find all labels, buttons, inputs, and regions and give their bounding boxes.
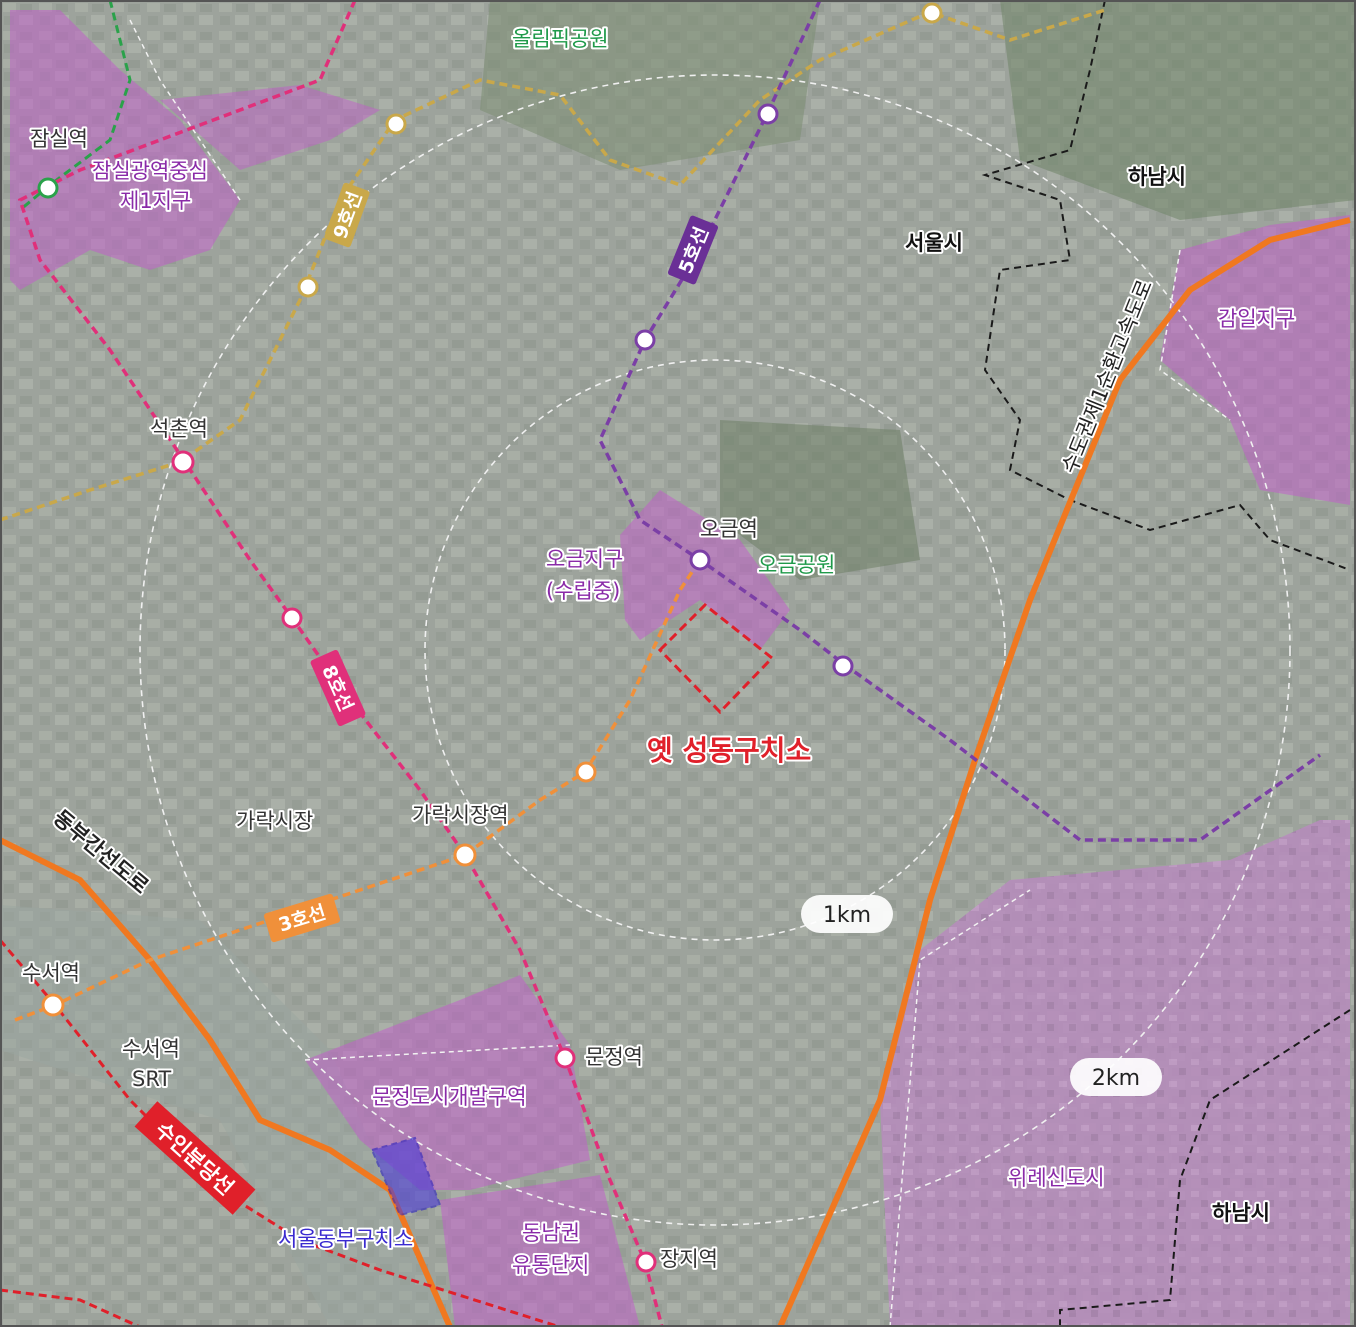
label-suseo-srt-1: 수서역 <box>122 1037 180 1061</box>
station-line3-a <box>575 761 597 783</box>
station-jangji <box>635 1251 657 1273</box>
label-ogeum-zone-1: 오금지구 <box>546 547 623 571</box>
label-dongnam-1: 동남권 <box>522 1221 580 1245</box>
green-park-area <box>480 0 820 170</box>
label-old-detention: 옛 성동구치소 <box>647 734 811 767</box>
radius-1km-badge: 1km <box>801 895 893 933</box>
radius-1km-label: 1km <box>823 903 871 928</box>
line2-track <box>19 0 132 212</box>
label-garak-market-station: 가락시장역 <box>412 803 509 827</box>
station-munjeong <box>554 1047 576 1069</box>
zone-dongnam <box>440 1175 640 1327</box>
label-suseo-srt-2: SRT <box>132 1067 171 1091</box>
radius-2km-label: 2km <box>1092 1066 1140 1091</box>
line-red-branch <box>0 1288 141 1327</box>
line8-track <box>17 0 664 1327</box>
label-munjeong-station: 문정역 <box>585 1045 643 1069</box>
station-line5-c <box>832 655 854 677</box>
station-jamsil <box>37 177 59 199</box>
label-ogeum-station: 오금역 <box>700 517 758 541</box>
label-jamsil-zone-1: 잠실광역중심 <box>92 159 208 183</box>
label-garak-market: 가락시장 <box>236 809 313 833</box>
label-jamsil-zone-2: 제1지구 <box>120 189 191 213</box>
label-seoul-east-detention: 서울동부구치소 <box>278 1227 413 1251</box>
station-ogeum <box>689 549 711 571</box>
city-boundary-seoul-hanam-bottom <box>1059 1009 1351 1327</box>
station-line5-a <box>757 103 779 125</box>
zone-ogeum <box>620 490 790 650</box>
station-line9-a <box>385 113 407 135</box>
expressway-east-arterial <box>0 837 453 1327</box>
station-garak-market <box>453 843 477 867</box>
label-jangji-station: 장지역 <box>660 1247 718 1271</box>
station-line5-b <box>634 329 656 351</box>
river-strip <box>0 905 450 1327</box>
city-boundary-seoul-hanam-top <box>981 0 1351 571</box>
zone-gamil <box>1160 215 1350 505</box>
label-seokchon-station: 석촌역 <box>150 417 208 441</box>
radius-2km-circle <box>139 74 1291 1226</box>
label-munjeong-zone: 문정도시개발구역 <box>372 1085 527 1109</box>
label-olympic-park: 올림픽공원 <box>512 27 609 51</box>
seoul-east-detention-site <box>370 1136 442 1217</box>
line9-track <box>0 8 1106 522</box>
station-suseo <box>41 993 65 1017</box>
zone-edges <box>129 19 1231 1327</box>
zone-jamsil-east <box>160 85 380 170</box>
label-jamsil-station: 잠실역 <box>30 127 88 151</box>
radius-2km-badge: 2km <box>1070 1058 1162 1096</box>
label-ogeum-park: 오금공원 <box>758 553 835 577</box>
station-line9-c <box>921 2 943 24</box>
label-suseo-station: 수서역 <box>22 961 80 985</box>
expressway-capital-ring <box>777 217 1351 1327</box>
line3-track <box>14 559 702 1022</box>
label-seoul: 서울시 <box>905 231 963 255</box>
label-ogeum-zone-2: (수립중) <box>546 579 620 603</box>
green-hill-area <box>1000 0 1356 220</box>
label-dongnam-2: 유통단지 <box>512 1253 589 1277</box>
label-wirye: 위례신도시 <box>1008 1166 1105 1190</box>
station-line8-a <box>281 607 303 629</box>
station-seokchon <box>171 450 195 474</box>
zone-munjeong <box>305 975 590 1190</box>
label-gamil-zone: 감일지구 <box>1218 307 1295 331</box>
label-hanam-top: 하남시 <box>1128 165 1186 189</box>
old-seongdong-detention-site <box>657 602 775 715</box>
radius-1km-circle <box>424 359 1006 941</box>
station-line9-b <box>297 276 319 298</box>
label-hanam-bottom: 하남시 <box>1212 1201 1270 1225</box>
green-ogeum-park <box>720 420 920 580</box>
zone-jamsil <box>10 10 240 290</box>
